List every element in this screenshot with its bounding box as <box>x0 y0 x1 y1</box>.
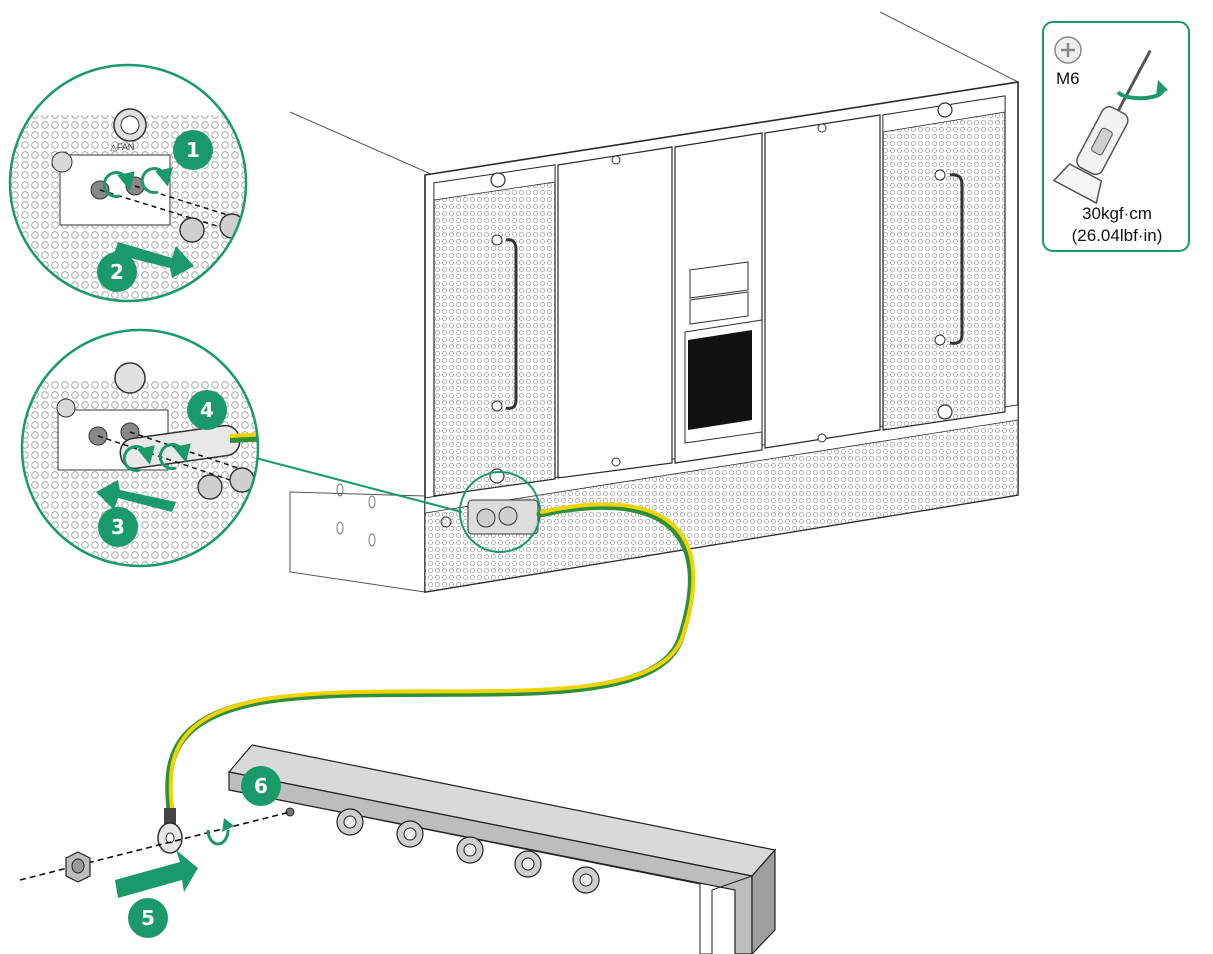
svg-text:6: 6 <box>254 774 268 798</box>
bar-hex-nut <box>514 850 542 878</box>
bar-hex-nut <box>396 820 424 848</box>
bolt-assembly <box>19 811 291 898</box>
step-badge-2: 2 <box>97 252 137 292</box>
insert-arrow-icon <box>115 850 198 898</box>
step-badge-6: 6 <box>241 766 281 806</box>
svg-text:5: 5 <box>141 906 155 930</box>
fan-label-text: △FAN <box>110 142 134 152</box>
detail-callout-attach <box>20 328 260 568</box>
power-switch-cover <box>688 330 752 430</box>
ground-cable <box>157 502 696 854</box>
svg-text:2: 2 <box>110 260 124 284</box>
screw-type-label: M6 <box>1056 69 1080 88</box>
step-badge-3: 3 <box>98 507 138 547</box>
svg-text:4: 4 <box>200 398 214 422</box>
callout-ring <box>8 63 248 303</box>
torque-metric: 30kgf·cm <box>1082 204 1152 223</box>
blank-filler-panel-2 <box>764 114 881 449</box>
tool-legend: M6 30kgf·cm (26.04lbf·in) <box>1042 21 1190 252</box>
grounding-bar <box>227 744 777 954</box>
blank-filler-panel <box>557 146 673 479</box>
chassis-grounding-point <box>440 499 539 535</box>
right-fan-module <box>882 95 1006 431</box>
step-badge-1: 1 <box>173 130 213 170</box>
bar-hex-nut <box>572 866 600 894</box>
captive-screw-icon <box>490 172 506 188</box>
bar-hex-nut <box>336 808 364 836</box>
phillips-screw-icon <box>1054 36 1082 64</box>
torque-imperial: (26.04lbf·in) <box>1072 226 1163 245</box>
left-fan-module <box>433 164 556 497</box>
bar-hex-nut <box>456 836 484 864</box>
callout-ring <box>20 328 260 568</box>
rotate-arrow-icon <box>206 829 230 846</box>
switch-chassis <box>247 11 1019 593</box>
step-badge-4: 4 <box>187 390 227 430</box>
svg-text:3: 3 <box>111 515 125 539</box>
fan-handle <box>505 238 518 410</box>
torque-screwdriver-icon <box>1052 49 1152 205</box>
cable-crimp <box>164 808 176 826</box>
callout-leader-line <box>247 455 463 513</box>
step-badge-5: 5 <box>128 898 168 938</box>
svg-text:1: 1 <box>186 138 200 162</box>
